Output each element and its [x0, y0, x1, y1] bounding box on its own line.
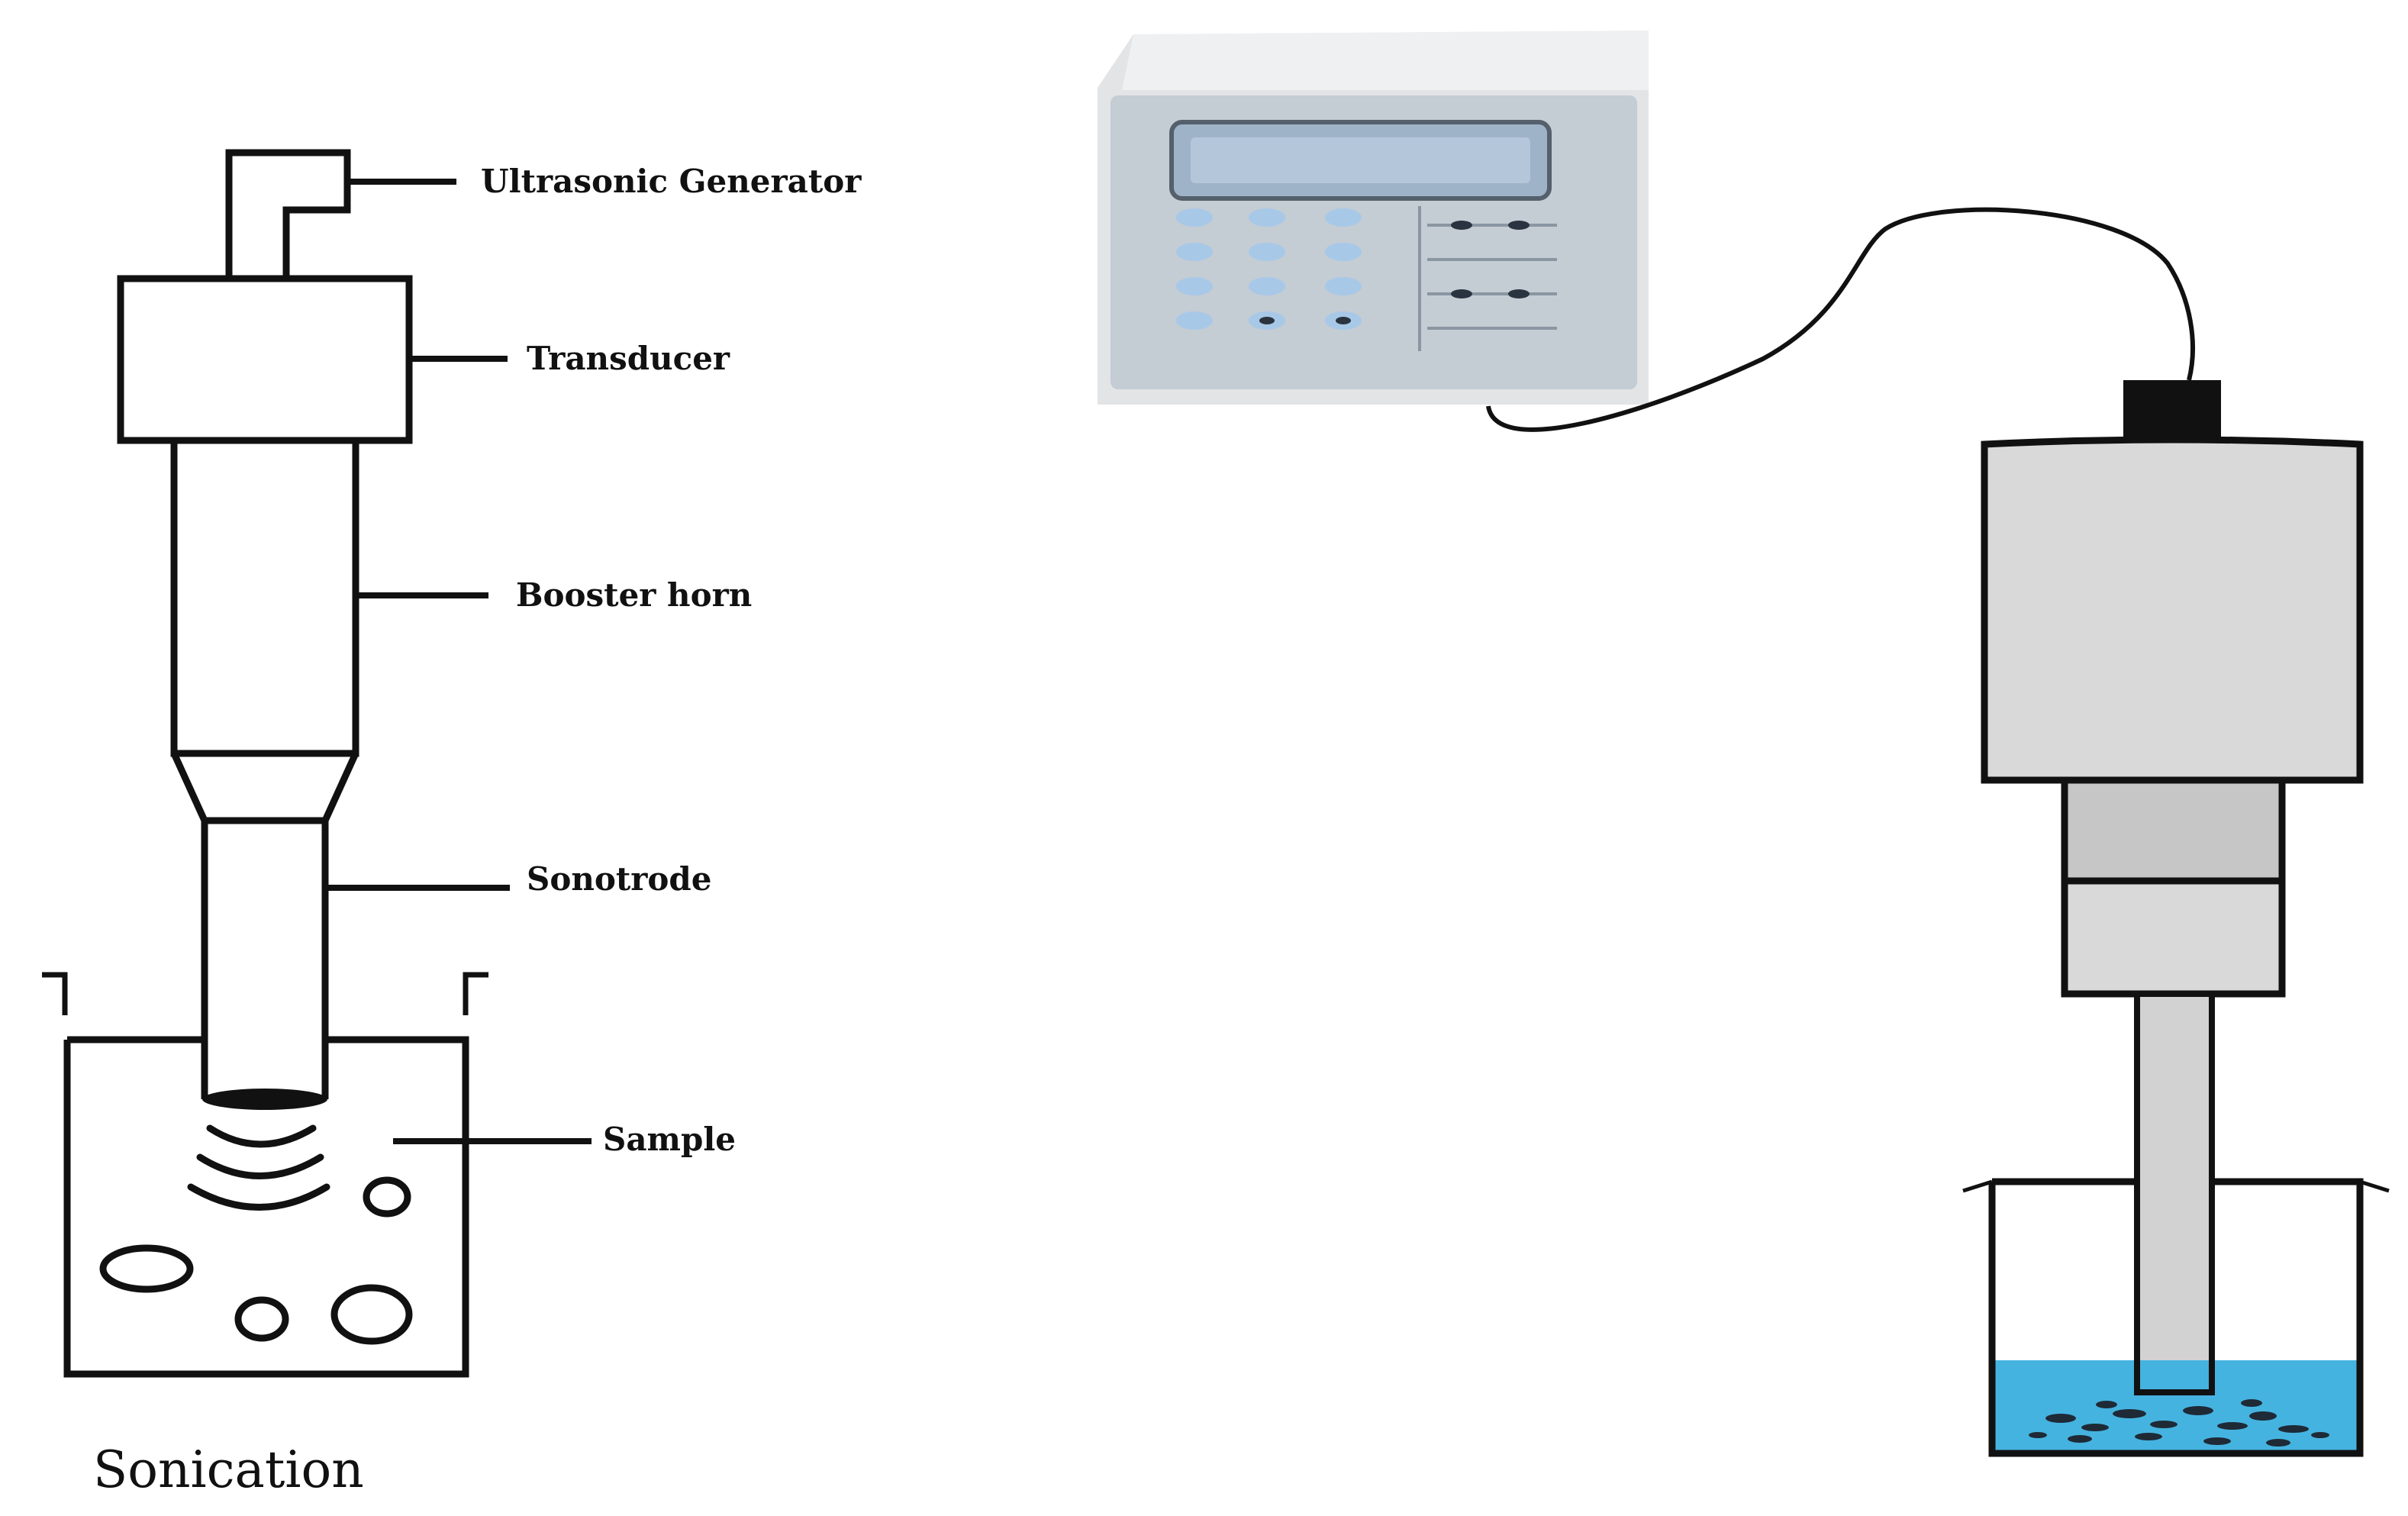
label-ultrasonic-generator: Ultrasonic Generator [481, 163, 862, 200]
horn-taper [170, 752, 359, 824]
probe-cap [2123, 380, 2221, 440]
bubble [99, 1244, 194, 1293]
probe-booster [2061, 776, 2286, 885]
booster-horn [170, 437, 359, 757]
transducer-box [117, 275, 413, 444]
ultrasonic-generator-icon [1098, 31, 1649, 405]
probe-transducer [1981, 436, 2364, 784]
sonicator-probe-icon [1981, 380, 2364, 1395]
label-transducer: Transducer [527, 340, 730, 377]
sound-waves-icon [187, 1124, 330, 1211]
label-sonotrode: Sonotrode [527, 860, 712, 898]
bubble [234, 1296, 289, 1342]
schematic-beaker [42, 972, 488, 1378]
generator-connector [225, 149, 351, 279]
probe-rod [2134, 991, 2215, 1395]
cable-icon [1486, 207, 2195, 432]
label-booster-horn: Booster horn [516, 576, 752, 614]
caption-sonication: Sonication [93, 1440, 364, 1499]
generator-keypad [1176, 208, 1362, 330]
beaker-icon [1962, 1178, 2390, 1457]
sonotrode-tip [202, 1089, 327, 1110]
schematic-probe [117, 149, 413, 1099]
leader-lines [325, 179, 592, 1144]
sonotrode-rod [201, 821, 329, 1099]
bubbles [99, 1176, 413, 1345]
label-sample: Sample [603, 1121, 736, 1158]
probe-collar [2061, 877, 2286, 998]
bubble [330, 1284, 413, 1345]
bubble [363, 1176, 411, 1218]
particles [2029, 1399, 2329, 1447]
